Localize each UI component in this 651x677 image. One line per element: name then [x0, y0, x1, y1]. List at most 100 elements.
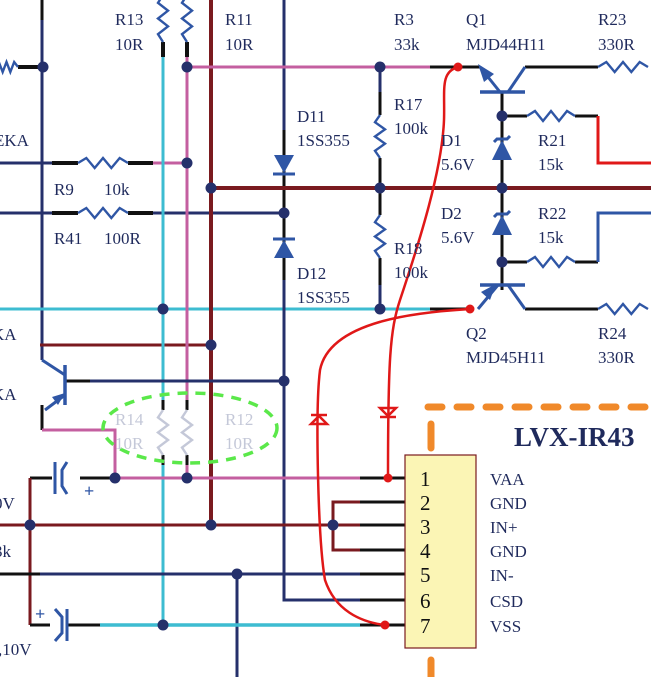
- r21-resistor: [526, 109, 576, 123]
- connector-pin-number: 1: [420, 467, 431, 491]
- junction-dot: [496, 256, 508, 268]
- capacitor-top-curve: [60, 461, 69, 495]
- junction-dot: [181, 61, 193, 73]
- components: ++: [0, 0, 649, 642]
- cap-value-0v: 0V: [0, 494, 16, 513]
- junction-dot: [453, 62, 463, 72]
- r21-value: 15k: [538, 155, 564, 174]
- probe-wire-2: [316, 307, 471, 627]
- d1-zener-icon: [492, 140, 512, 160]
- junction-dot: [374, 303, 386, 315]
- connector-pin-number: 2: [420, 491, 431, 515]
- q1-collector: [506, 66, 527, 93]
- junction-dot: [24, 519, 36, 531]
- r23-ref: R23: [598, 10, 626, 29]
- transistor-arrow-icon: [52, 393, 65, 405]
- r22-ref: R22: [538, 204, 566, 223]
- connector-pin-name: CSD: [490, 592, 523, 611]
- r9-resistor: [77, 156, 129, 170]
- r21-ref: R21: [538, 131, 566, 150]
- q1-ref: Q1: [466, 10, 487, 29]
- wire: [282, 280, 405, 602]
- connector-pin-name: GND: [490, 542, 527, 561]
- r3-value: 33k: [394, 35, 420, 54]
- junction-dot: [278, 207, 290, 219]
- r23-resistor: [597, 60, 649, 74]
- capacitor-plus-icon: +: [84, 481, 94, 501]
- r11-value: 10R: [225, 35, 254, 54]
- d11-value: 1SS355: [297, 131, 350, 150]
- r17-value: 100k: [394, 119, 429, 138]
- junction-dot: [205, 182, 217, 194]
- transistor-collector: [41, 358, 66, 377]
- junction-dot: [465, 304, 475, 314]
- junction-dot: [109, 472, 121, 484]
- resistor-left: [0, 58, 19, 76]
- junctions: [24, 61, 508, 631]
- connector-pin-number: 7: [420, 614, 431, 638]
- net-label-ka-2: KA: [0, 385, 17, 404]
- junction-dot: [383, 473, 393, 483]
- connector-pin-name: VSS: [490, 617, 521, 636]
- net-label-ka-1: KA: [0, 325, 17, 344]
- connector-pin-number: 5: [420, 563, 431, 587]
- junction-dot: [205, 519, 217, 531]
- capacitor-plus-icon: +: [35, 604, 45, 624]
- r11-ref: R11: [225, 10, 253, 29]
- junction-dot: [278, 375, 290, 387]
- r13-ref: R13: [115, 10, 143, 29]
- connector-pin-name: IN+: [490, 518, 518, 537]
- r18-value: 100k: [394, 263, 429, 282]
- q2-arrow-icon: [481, 284, 496, 300]
- r12-ref: R12: [225, 410, 253, 429]
- junction-dot: [496, 182, 508, 194]
- probe-diode-2-icon: [307, 414, 331, 426]
- junction-dot: [374, 61, 386, 73]
- d2-zener-icon: [492, 215, 512, 235]
- q1-value: MJD44H11: [466, 35, 546, 54]
- r11-resistor: [180, 0, 194, 43]
- r22-resistor: [526, 255, 576, 269]
- r41-value: 100R: [104, 229, 142, 248]
- r14-value: 10R: [115, 434, 144, 453]
- junction-dot: [157, 619, 169, 631]
- r13-resistor: [156, 0, 170, 43]
- r18-resistor: [372, 214, 388, 259]
- connector-pin-number: 4: [420, 539, 431, 563]
- r41-ref: R41: [54, 229, 82, 248]
- r17-resistor: [372, 114, 388, 159]
- junction-dot: [380, 620, 390, 630]
- r24-ref: R24: [598, 324, 627, 343]
- probe-diode-1-icon: [376, 406, 400, 418]
- junction-dot: [157, 303, 169, 315]
- r12-resistor: [180, 409, 194, 456]
- connector-pin-name: VAA: [490, 470, 525, 489]
- connector-title: LVX-IR43: [514, 422, 635, 452]
- connector-pin-name: IN-: [490, 566, 514, 585]
- connector-body: [404, 454, 477, 649]
- r3-ref: R3: [394, 10, 414, 29]
- highlight-ellipse: [101, 391, 279, 465]
- r9-ref: R9: [54, 180, 74, 199]
- d1-bar: [492, 134, 512, 144]
- d1-ref: D1: [441, 131, 462, 150]
- q2-value: MJD45H11: [466, 348, 546, 367]
- d1-value: 5.6V: [441, 155, 475, 174]
- wire: [596, 211, 651, 262]
- d2-value: 5.6V: [441, 228, 475, 247]
- d2-bar: [492, 209, 512, 219]
- d12-ref: D12: [297, 264, 326, 283]
- junction-dot: [181, 157, 193, 169]
- net-label-eka: EKA: [0, 131, 30, 150]
- r18-ref: R18: [394, 239, 422, 258]
- d12-value: 1SS355: [297, 288, 350, 307]
- r24-value: 330R: [598, 348, 636, 367]
- r41-resistor: [77, 206, 129, 220]
- wire: [42, 428, 117, 478]
- cap-value-10v: ,10V: [0, 640, 32, 659]
- d11-ref: D11: [297, 107, 326, 126]
- connector-pin-number: 3: [420, 515, 431, 539]
- r24-resistor: [597, 302, 649, 316]
